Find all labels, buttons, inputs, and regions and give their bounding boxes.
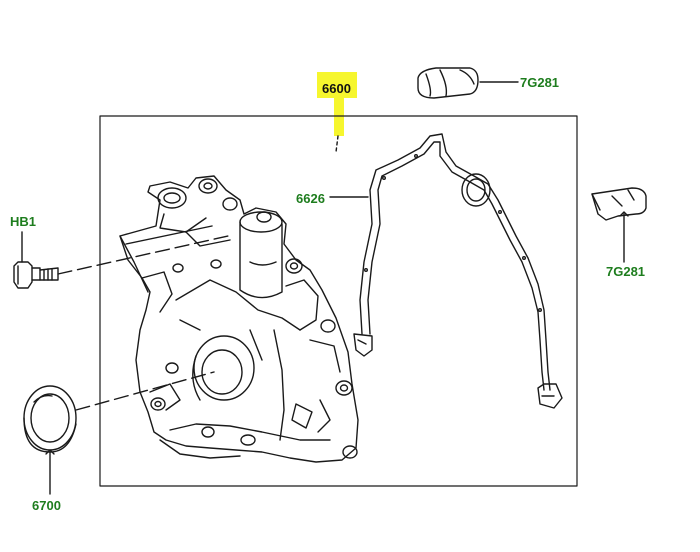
- cap-side-part: [591, 187, 647, 221]
- callout-7g281-upper[interactable]: 7G281: [520, 75, 560, 90]
- leader-6700-arrow: [45, 449, 55, 455]
- oil-pump-housing: [119, 175, 359, 463]
- highlight-marker-6600: [317, 72, 357, 98]
- callout-hb1[interactable]: HB1: [10, 214, 37, 229]
- front-cover-gasket: [353, 133, 563, 409]
- leader-6600: [335, 135, 339, 153]
- cap-upper-part: [417, 67, 479, 99]
- callout-6700[interactable]: 6700: [32, 498, 61, 513]
- assembly-frame: [99, 115, 578, 487]
- callout-6626[interactable]: 6626: [296, 191, 325, 206]
- leader-7g281-side-arrow: [619, 211, 629, 217]
- bolt-axis-line: [57, 235, 229, 275]
- crankshaft-seal-part: [23, 385, 77, 453]
- seal-axis-line: [75, 371, 215, 411]
- callout-7g281-side[interactable]: 7G281: [606, 264, 646, 279]
- callout-6600[interactable]: 6600: [322, 81, 351, 96]
- bolt-part: [13, 231, 59, 289]
